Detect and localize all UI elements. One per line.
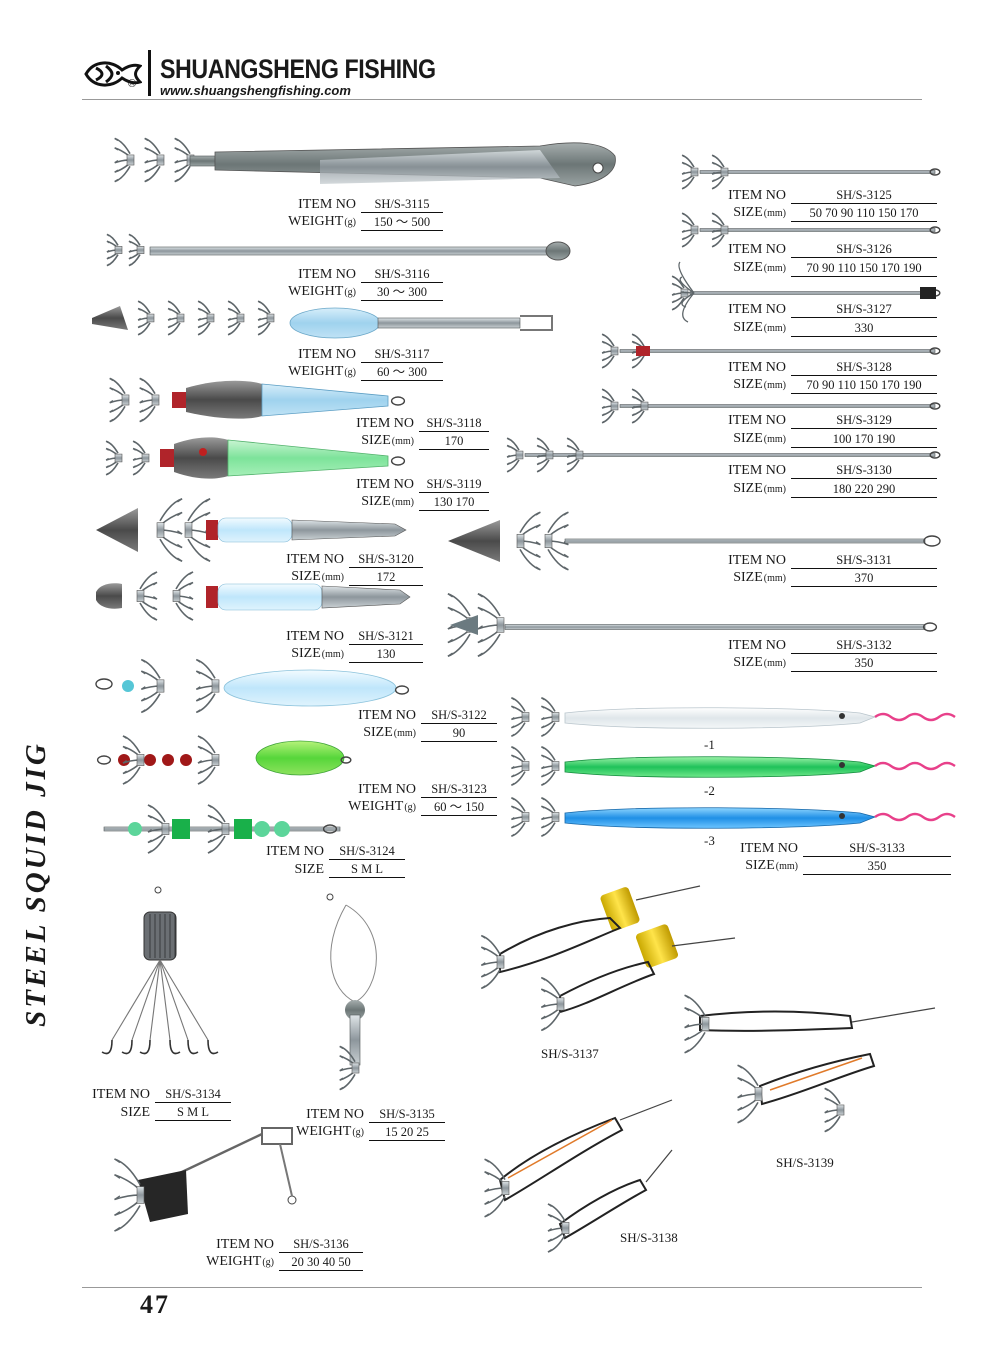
variant-3-label: -3 — [704, 833, 715, 848]
lure-3122 — [95, 658, 410, 714]
rig-3135 — [326, 893, 377, 1091]
fish-3133-1 — [511, 697, 956, 737]
item-3118-size: SIZE(mm)170 — [318, 433, 489, 450]
website-url: www.shuangshengfishing.com — [160, 83, 351, 98]
rod-3125 — [681, 154, 941, 190]
top-rule — [82, 99, 922, 100]
rod-3128-band — [636, 346, 650, 356]
item-3131-size: SIZE(mm)370 — [690, 570, 937, 587]
item-3122-size: SIZE(mm)90 — [322, 725, 497, 742]
item-3125-size: SIZE(mm)50 70 90 110 150 170 — [690, 205, 937, 222]
item-3128-size: SIZE(mm)70 90 110 150 170 190 — [690, 377, 937, 394]
caption-3139: SH/S-3139 — [776, 1155, 834, 1170]
item-3119-size: SIZE(mm)130 170 — [318, 494, 489, 511]
lure-3116 — [106, 233, 571, 267]
item-3130-size: SIZE(mm)180 220 290 — [690, 481, 937, 498]
registered-mark: ® — [128, 78, 137, 90]
item-3129-size: SIZE(mm)100 170 190 — [690, 431, 937, 448]
rig-3137 — [480, 885, 736, 1032]
lure-3117 — [92, 300, 553, 339]
item-3133-size: SIZE(mm)350 — [700, 858, 951, 875]
bottom-rule — [82, 1287, 922, 1288]
caption-3137: SH/S-3137 — [541, 1046, 599, 1061]
item-3127-size: SIZE(mm)330 — [690, 320, 937, 337]
header-divider — [148, 50, 151, 96]
item-3123-weight: WEIGHT(g)60 ～ 150 — [322, 799, 497, 816]
rig-3136 — [114, 1127, 297, 1232]
item-3135-weight: WEIGHT(g)15 20 25 — [270, 1124, 445, 1141]
item-3132-size: SIZE(mm)350 — [690, 655, 937, 672]
fish-logo-icon — [84, 61, 142, 87]
variant-2-label: -2 — [704, 783, 715, 798]
lure-3115 — [114, 137, 616, 187]
rig-3134 — [101, 886, 219, 1055]
section-title: STEEL SQUID JIG — [20, 741, 52, 1027]
item-3117-weight: WEIGHT(g)60 ～ 300 — [262, 364, 443, 381]
page-number: 47 — [140, 1290, 170, 1319]
item-3120-size: SIZE(mm)172 — [250, 569, 423, 586]
rod-3127-cap — [920, 287, 936, 299]
item-3115-weight: WEIGHT(g)150 ～ 500 — [262, 214, 443, 231]
item-3121-size: SIZE(mm)130 — [250, 646, 423, 663]
item-3126-size: SIZE(mm)70 90 110 150 170 190 — [690, 260, 937, 277]
caption-3138: SH/S-3138 — [620, 1230, 678, 1245]
fish-3133-3 — [511, 797, 956, 837]
rig-3139 — [684, 994, 936, 1133]
item-3136-weight: WEIGHT(g)20 30 40 50 — [178, 1254, 363, 1271]
fish-3133-2 — [511, 746, 956, 786]
brand-name: SHUANGSHENG FISHING — [160, 54, 436, 84]
item-3116-weight: WEIGHT(g)30 ～ 300 — [262, 284, 443, 301]
lure-3123 — [96, 735, 352, 785]
variant-1-label: -1 — [704, 737, 715, 752]
